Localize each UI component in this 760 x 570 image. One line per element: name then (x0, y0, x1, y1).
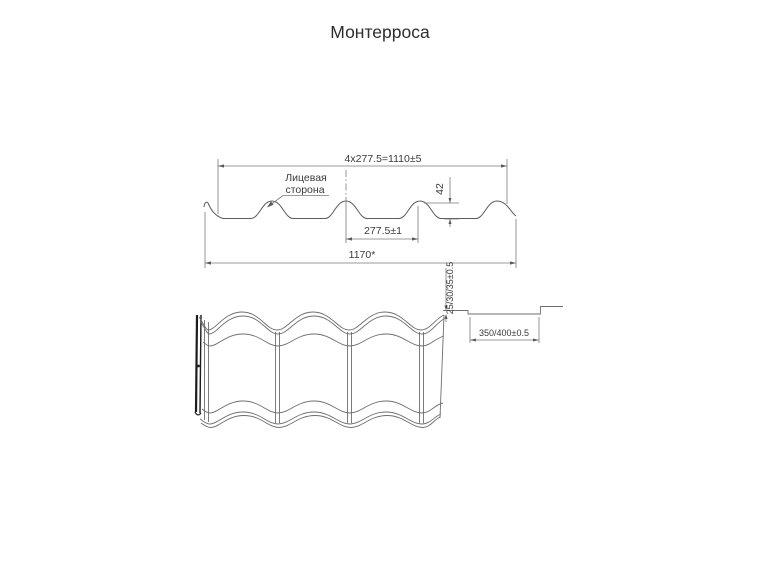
sheet-top-edge (198, 311, 445, 331)
face-side-label-line2: сторона (285, 184, 324, 196)
step-profile-detail: 25/30/35±0.5 350/400±0.5 (443, 262, 563, 343)
page-title: Монтерроса (330, 22, 430, 42)
sheet-3d-view (194, 311, 445, 428)
step-height-dim-label: 25/30/35±0.5 (445, 262, 455, 314)
leader-arrowhead (267, 201, 274, 208)
cross-section-profile (203, 200, 517, 219)
module-length-dim-label: 350/400±0.5 (479, 328, 529, 338)
wave-step-dim-label: 277.5±1 (364, 225, 402, 237)
dimension-wave-height: 42 (424, 177, 459, 227)
profile-curve (203, 200, 517, 219)
sheet-right-edge (439, 314, 445, 419)
dimension-wave-step: 277.5±1 (345, 170, 419, 243)
sheet-bottom-edge (199, 411, 442, 425)
step-profile-curve (443, 306, 563, 315)
sheet-step-line-top (202, 333, 445, 347)
sheet-step-line-bottom (201, 400, 444, 414)
dimension-step-height: 25/30/35±0.5 (444, 262, 455, 322)
face-side-label-line1: Лицевая (285, 172, 326, 184)
working-width-dim-label: 4x277.5=1110±5 (345, 153, 422, 165)
sheet-valley-lines (204, 320, 424, 423)
face-side-label: Лицевая сторона (267, 172, 329, 208)
edge-fastener-dot (197, 364, 200, 368)
wave-height-dim-label: 42 (434, 183, 446, 195)
dimension-working-width: 4x277.5=1110±5 (217, 153, 508, 214)
dimension-total-width: 1170* (204, 212, 517, 268)
dimension-module-length: 350/400±0.5 (469, 317, 540, 343)
total-width-dim-label: 1170* (349, 249, 376, 261)
sheet-left-edge (194, 314, 199, 413)
